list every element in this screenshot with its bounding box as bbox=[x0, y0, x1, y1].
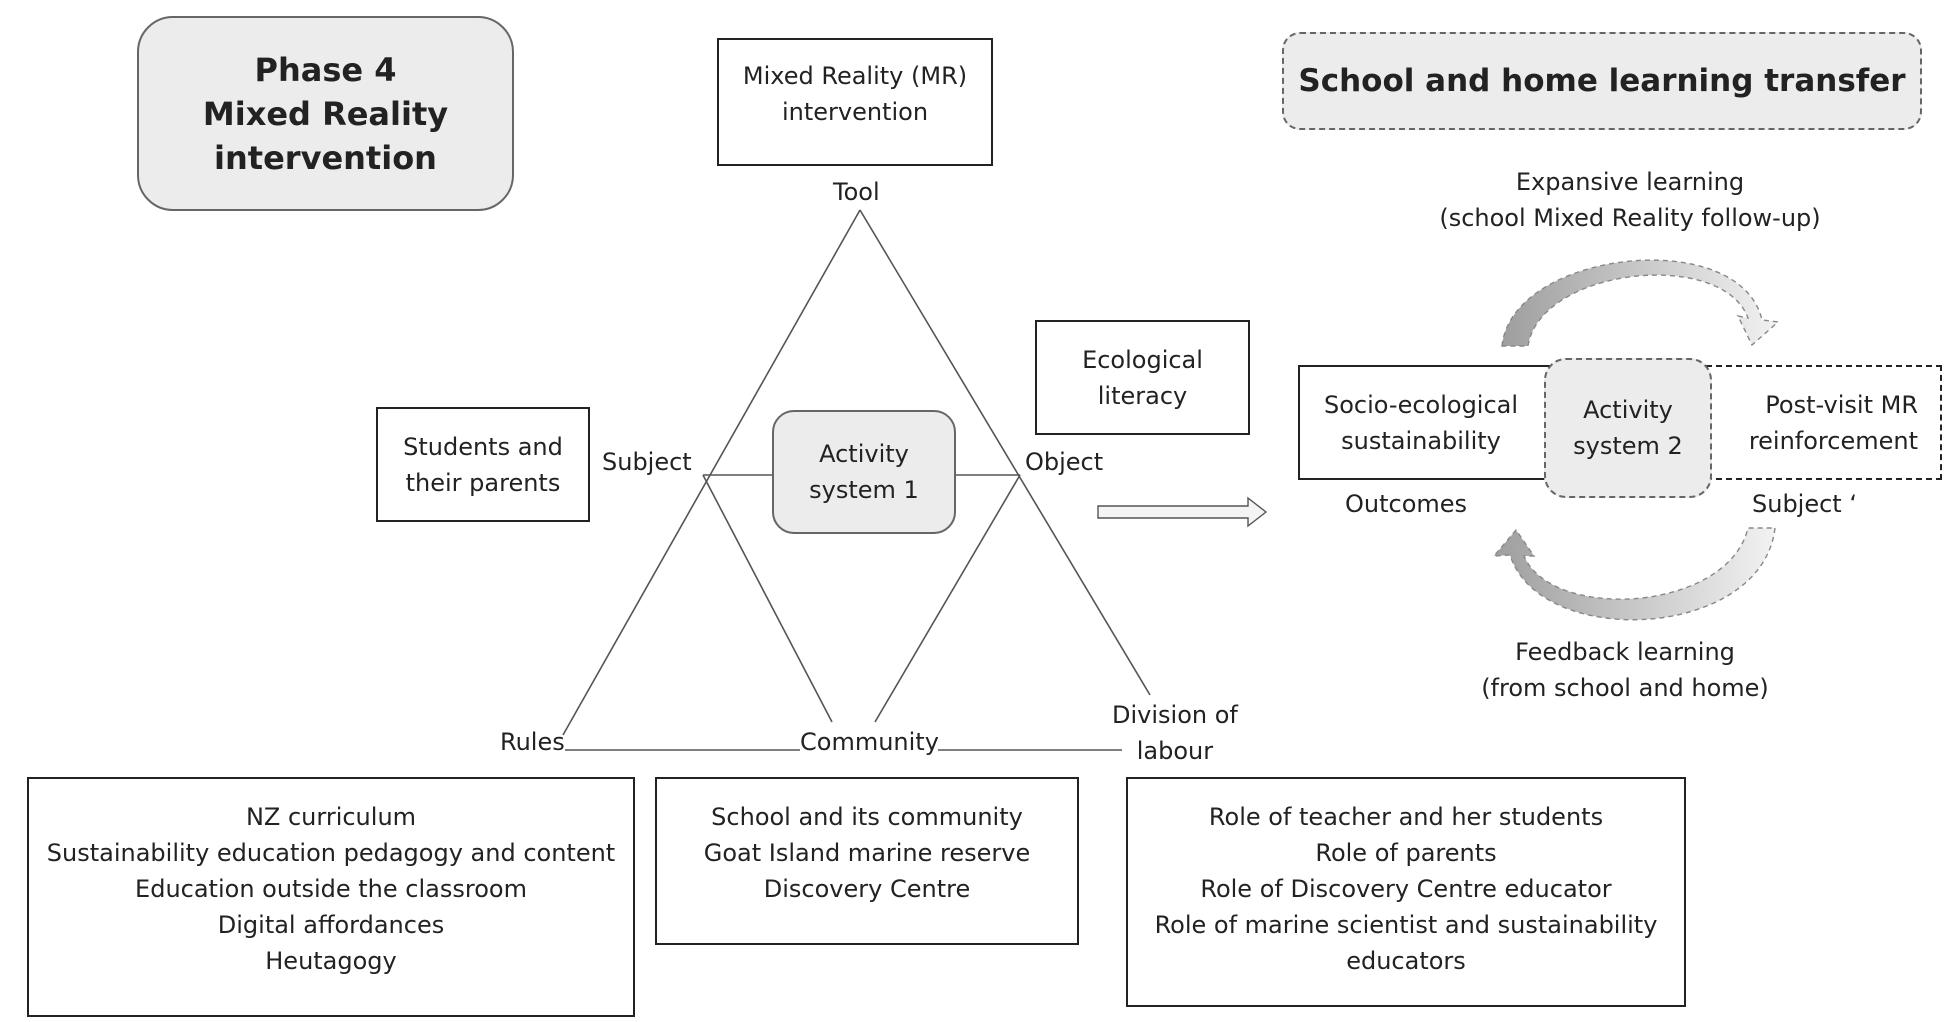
object-box: Ecological literacy bbox=[1035, 320, 1250, 435]
division-item: Role of marine scientist and sustainabil… bbox=[1154, 911, 1658, 939]
activity-system-1-text: system 1 bbox=[809, 476, 919, 504]
tool-to-division-edge bbox=[859, 209, 1151, 696]
division-item: educators bbox=[1346, 947, 1466, 975]
rules-item: Sustainability education pedagogy and co… bbox=[46, 839, 616, 867]
feedback-learning-line: (from school and home) bbox=[1481, 674, 1769, 702]
phase-box: Phase 4 Mixed Reality intervention bbox=[137, 16, 514, 211]
feedback-cycle-arrow bbox=[1492, 527, 1776, 621]
rules-item: Education outside the classroom bbox=[135, 875, 527, 903]
community-item: School and its community bbox=[711, 803, 1023, 831]
rules-item: Digital affordances bbox=[217, 911, 445, 939]
outcome-box-text: sustainability bbox=[1341, 426, 1501, 455]
community-item: Goat Island marine reserve bbox=[703, 839, 1031, 867]
tool-box-text: intervention bbox=[781, 98, 929, 126]
division-label: Division of labour bbox=[1112, 697, 1238, 769]
division-item: Role of teacher and her students bbox=[1208, 803, 1604, 831]
community-label: Community bbox=[800, 728, 939, 756]
feedback-learning-text: Feedback learning (from school and home) bbox=[1380, 634, 1870, 706]
division-label-line: Division of bbox=[1112, 701, 1238, 729]
division-label-line: labour bbox=[1136, 737, 1214, 765]
transfer-title: School and home learning transfer bbox=[1298, 63, 1906, 99]
outcome-box-text: Socio-ecological bbox=[1324, 390, 1519, 419]
feedback-learning-line: Feedback learning bbox=[1515, 638, 1735, 666]
expansive-learning-line: Expansive learning bbox=[1515, 168, 1745, 196]
community-box: School and its community Goat Island mar… bbox=[655, 777, 1079, 945]
division-item: Role of Discovery Centre educator bbox=[1200, 875, 1612, 903]
rules-item: Heutagogy bbox=[265, 947, 397, 975]
rules-item: NZ curriculum bbox=[245, 803, 417, 831]
activity-system-2-text: system 2 bbox=[1573, 432, 1683, 460]
outcomes-label: Outcomes bbox=[1345, 490, 1468, 518]
object-box-text: literacy bbox=[1097, 381, 1188, 410]
activity-system-1-text: Activity bbox=[819, 440, 909, 468]
transfer-box: School and home learning transfer bbox=[1282, 32, 1922, 130]
subject-to-community-edge bbox=[702, 474, 833, 723]
object-box-text: Ecological bbox=[1082, 345, 1203, 374]
rules-label: Rules bbox=[500, 728, 565, 756]
tool-to-rules-edge bbox=[562, 209, 861, 736]
postvisit-box: Post-visit MR reinforcement bbox=[1706, 365, 1942, 480]
activity-system-2: Activity system 2 bbox=[1544, 358, 1712, 498]
expansive-learning-text: Expansive learning (school Mixed Reality… bbox=[1380, 164, 1880, 236]
tool-label: Tool bbox=[833, 178, 880, 206]
activity-system-2-text: Activity bbox=[1583, 396, 1673, 424]
object-to-community-edge bbox=[874, 474, 1021, 723]
postvisit-box-text: reinforcement bbox=[1748, 426, 1918, 455]
object-label: Object bbox=[1025, 448, 1104, 476]
division-box: Role of teacher and her students Role of… bbox=[1126, 777, 1686, 1007]
phase-label: Mixed Reality bbox=[202, 94, 449, 133]
subject-label: Subject bbox=[602, 448, 692, 476]
tool-box: Mixed Reality (MR) intervention bbox=[717, 38, 993, 166]
activity-system-1: Activity system 1 bbox=[772, 410, 956, 534]
rules-box: NZ curriculum Sustainability education p… bbox=[27, 777, 635, 1017]
subject-prime-label: Subject ‘ bbox=[1752, 490, 1857, 518]
subject-box-text: their parents bbox=[405, 468, 561, 497]
outcome-box: Socio-ecological sustainability bbox=[1298, 365, 1554, 480]
subject-box-text: Students and bbox=[403, 432, 563, 461]
postvisit-box-text: Post-visit MR bbox=[1765, 390, 1918, 419]
phase-label: Phase 4 bbox=[254, 50, 397, 89]
division-item: Role of parents bbox=[1315, 839, 1497, 867]
community-item: Discovery Centre bbox=[763, 875, 971, 903]
tool-box-text: Mixed Reality (MR) bbox=[742, 62, 968, 90]
subject-box: Students and their parents bbox=[376, 407, 590, 522]
expansive-learning-line: (school Mixed Reality follow-up) bbox=[1439, 204, 1821, 232]
expansive-cycle-arrow bbox=[1501, 259, 1780, 347]
phase-label: intervention bbox=[214, 138, 437, 177]
transfer-arrow bbox=[1097, 496, 1268, 528]
